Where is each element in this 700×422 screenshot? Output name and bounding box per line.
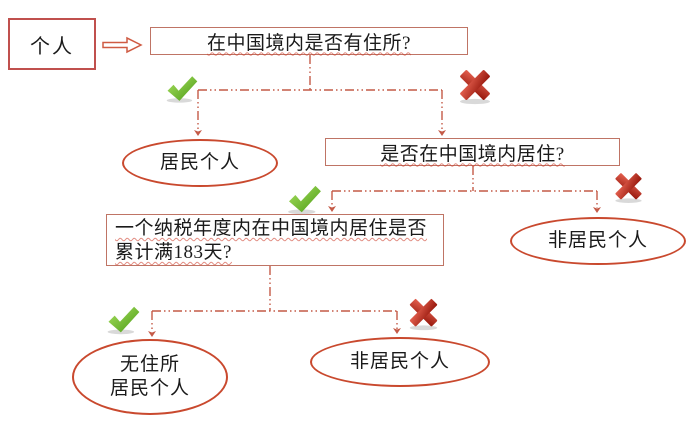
- arrowhead-to-resident: [194, 130, 202, 136]
- outcome-nonresident-bottom-oval: 非居民个人: [310, 337, 490, 387]
- arrowhead-to-no-domicile-resident: [148, 331, 156, 337]
- question-reside-box: 是否在中国境内居住?: [325, 138, 620, 166]
- arrowhead-to-q3: [328, 206, 336, 212]
- question-183-days-line2: 累计满183天?: [115, 242, 232, 263]
- outcome-nonresident-bottom-label: 非居民个人: [349, 351, 450, 373]
- outcome-nonresident-mid-label: 非居民个人: [547, 230, 648, 252]
- outcome-no-domicile-line2: 居民个人: [109, 378, 190, 399]
- question-reside-label: 是否在中国境内居住?: [380, 143, 565, 165]
- question-domicile-label: 在中国境内是否有住所?: [207, 32, 411, 54]
- yes-check-icon-level1: [166, 76, 198, 103]
- no-cross-icon-level1: [460, 70, 490, 105]
- arrowhead-to-nonresident-mid: [593, 207, 601, 213]
- question-183-days-line1: 一个纳税年度内在中国境内居住是否: [115, 218, 428, 239]
- connector-q1-split: [197, 55, 443, 132]
- outcome-nonresident-mid-oval: 非居民个人: [510, 217, 686, 265]
- yes-check-icon-level3: [107, 306, 140, 335]
- arrowhead-to-q2: [438, 130, 446, 136]
- outcome-no-domicile-line1: 无住所: [119, 354, 180, 376]
- outcome-resident-label: 居民个人: [159, 152, 240, 174]
- connector-q2-split: [331, 166, 598, 208]
- arrowhead-to-nonresident-bottom: [393, 328, 401, 334]
- start-node-individual: 个人: [8, 18, 96, 70]
- no-cross-icon-level2: [615, 173, 642, 203]
- start-node-label: 个人: [30, 35, 74, 58]
- no-cross-icon-level3: [409, 298, 438, 331]
- outcome-resident-oval: 居民个人: [122, 139, 278, 187]
- connector-q3-split: [151, 266, 398, 332]
- outcome-no-domicile-resident-oval: 无住所 居民个人: [72, 339, 228, 415]
- question-domicile-box: 在中国境内是否有住所?: [150, 27, 468, 55]
- yes-check-icon-level2: [288, 185, 321, 215]
- question-183-days-box: 一个纳税年度内在中国境内居住是否 累计满183天?: [106, 214, 444, 266]
- right-block-arrow-icon: [102, 36, 143, 54]
